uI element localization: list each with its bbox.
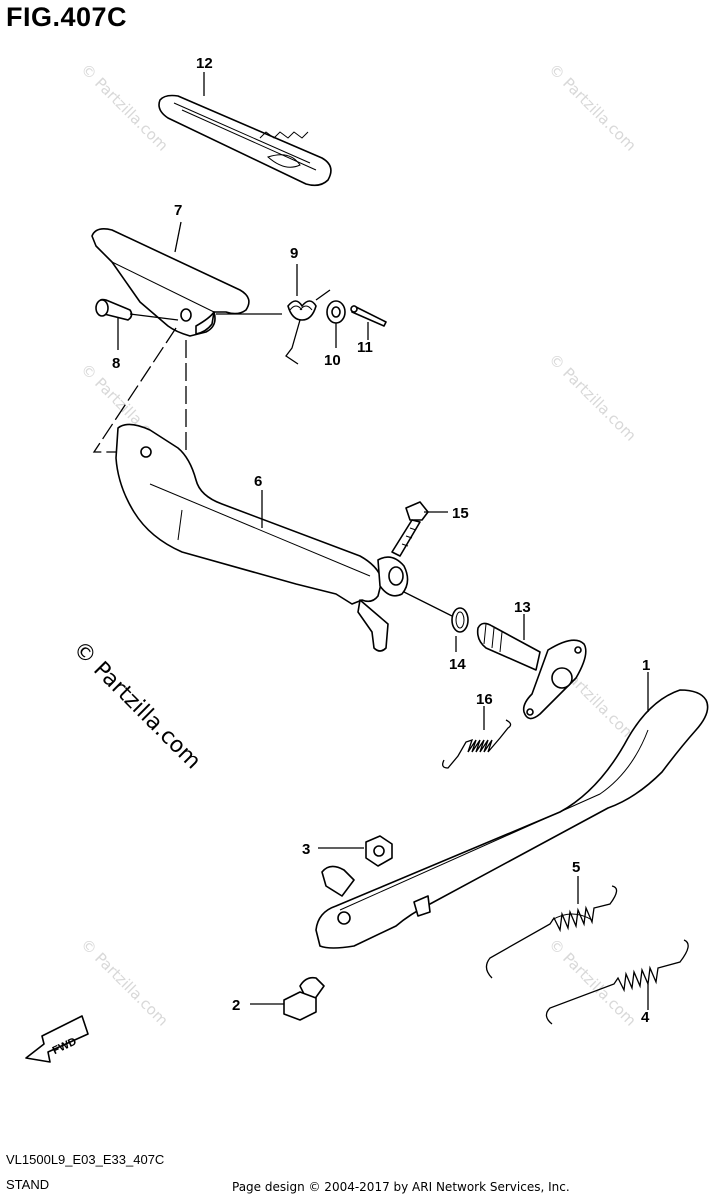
watermark-bottom-left: © Partzilla.com [77,935,172,1030]
callout-12: 12 [196,55,213,72]
part-8-pin [95,298,179,350]
callout-1: 1 [642,657,650,674]
drawing-code: VL1500L9_E03_E33_407C [6,1152,165,1167]
watermark-large: © Partzilla.com [68,637,206,775]
part-13-shaft [476,614,587,720]
callout-15: 15 [452,505,469,522]
callout-4: 4 [641,1009,650,1026]
callout-2: 2 [232,997,240,1014]
watermark-mid-right: © Partzilla.com [545,350,640,445]
part-4-spring [545,939,689,1025]
callout-11: 11 [357,339,373,356]
callout-13: 13 [514,599,531,616]
callout-10: 10 [324,352,341,369]
section-name: STAND [6,1177,50,1192]
part-12-footrest-rubber [158,72,332,187]
fwd-arrow: FWD [25,1015,89,1063]
callout-9: 9 [290,245,298,262]
part-2-pivot-bolt [250,976,325,1021]
callout-3: 3 [302,841,310,858]
watermarks: © Partzilla.com © Partzilla.com © Partzi… [68,60,640,1030]
callout-14: 14 [449,656,466,673]
part-10-washer [326,300,346,348]
page-credit: Page design © 2004-2017 by ARI Network S… [232,1180,570,1194]
callout-8: 8 [112,355,120,372]
part-16-spring [442,706,512,769]
part-1-side-stand [315,672,709,949]
part-5-spring [485,876,618,979]
part-9-spring [216,264,331,365]
watermark-top-right: © Partzilla.com [545,60,640,155]
part-6-bracket [115,423,409,652]
part-15-bolt [391,501,448,557]
part-7-footrest [91,221,250,337]
callout-7: 7 [174,202,182,219]
callout-6: 6 [254,473,262,490]
watermark-top-left: © Partzilla.com [77,60,172,155]
callout-16: 16 [476,691,493,708]
part-11-cotter-pin [350,305,387,340]
callout-5: 5 [572,859,580,876]
part-3-nut [318,835,393,867]
figure-title: FIG.407C [6,2,128,32]
part-14-o-ring [403,591,469,652]
